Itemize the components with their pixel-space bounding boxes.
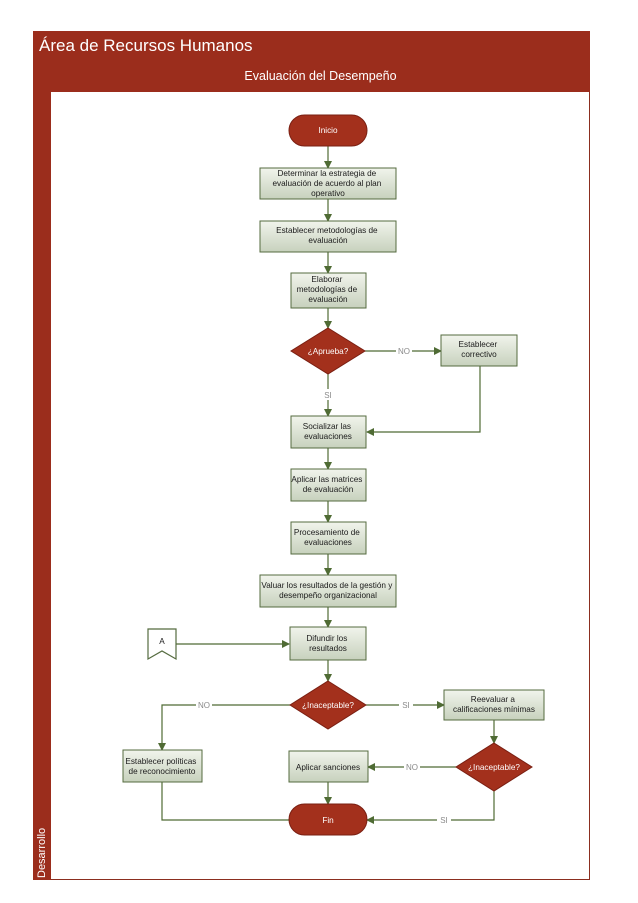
label-si: SI <box>402 701 410 710</box>
svg-text:Difundir los resultados: Difundir los resultados <box>306 634 349 653</box>
process-difundir-resultados: Difundir los resultados <box>289 626 367 661</box>
svg-text:Establecer políticas de: Establecer políticas de reconocimiento <box>125 757 198 776</box>
svg-text:Reevaluar a calificacion: Reevaluar a calificaciones mínimas <box>453 695 535 714</box>
process-establecer-politicas: Establecer políticas de reconocimiento <box>122 749 203 783</box>
page-title: Área de Recursos Humanos <box>33 31 590 61</box>
svg-text:Fin: Fin <box>322 816 334 825</box>
svg-text:Inicio: Inicio <box>318 126 338 135</box>
svg-text:Determinar la estrategia de: Determinar la estrategia de evaluación d… <box>272 169 383 198</box>
svg-text:Aplicar sanciones: Aplicar sanciones <box>296 763 360 772</box>
offpage-connector-a: A <box>147 628 177 661</box>
start-terminal: Inicio <box>288 114 368 147</box>
decision-inaceptable-2: ¿Inaceptable? <box>455 742 533 792</box>
svg-text:Socializar las evaluacio: Socializar las evaluaciones <box>303 422 354 441</box>
svg-text:Valuar los resultados de la ge: Valuar los resultados de la gestión y de… <box>261 581 394 600</box>
process-establecer-metodologias: Establecer metodologías de evaluación <box>259 220 397 253</box>
decision-inaceptable: ¿Inaceptable? <box>289 680 367 730</box>
svg-text:A: A <box>159 637 165 646</box>
process-socializar: Socializar las evaluaciones <box>290 415 367 449</box>
label-no: NO <box>398 347 410 356</box>
svg-text:Elaborar metodologías de: Elaborar metodologías de evaluación <box>297 275 360 304</box>
process-valuar-resultados: Valuar los resultados de la gestión y de… <box>259 574 397 608</box>
phase-title: Evaluación del Desempeño <box>51 61 590 92</box>
process-procesamiento: Procesamiento de evaluaciones <box>290 521 367 555</box>
svg-text:¿Inaceptable?: ¿Inaceptable? <box>468 763 520 772</box>
lane-column <box>33 61 51 880</box>
decision-aprueba: ¿Aprueba? <box>290 327 366 375</box>
end-terminal: Fin <box>288 803 368 836</box>
svg-text:Aplicar las matrices de: Aplicar las matrices de evaluación <box>291 475 364 494</box>
edge-labels: NO SI NO SI NO SI <box>196 345 451 825</box>
label-no: NO <box>198 701 210 710</box>
process-aplicar-matrices: Aplicar las matrices de evaluación <box>290 468 367 502</box>
svg-text:Procesamiento de evaluac: Procesamiento de evaluaciones <box>294 528 362 547</box>
process-aplicar-sanciones: Aplicar sanciones <box>288 750 369 783</box>
process-determinar-estrategia: Determinar la estrategia de evaluación d… <box>259 167 397 200</box>
process-reevaluar: Reevaluar a calificaciones mínimas <box>443 689 545 721</box>
process-elaborar-metodologias: Elaborar metodologías de evaluación <box>290 272 367 309</box>
process-establecer-correctivo: Establecer correctivo <box>440 334 518 367</box>
label-si: SI <box>324 391 332 400</box>
svg-text:Establecer metodologías de: Establecer metodologías de evaluación <box>276 226 380 245</box>
svg-text:¿Aprueba?: ¿Aprueba? <box>308 347 349 356</box>
label-si: SI <box>440 816 448 825</box>
svg-text:¿Inaceptable?: ¿Inaceptable? <box>302 701 354 710</box>
svg-text:Establecer correctivo: Establecer correctivo <box>459 340 500 359</box>
label-no: NO <box>406 763 418 772</box>
